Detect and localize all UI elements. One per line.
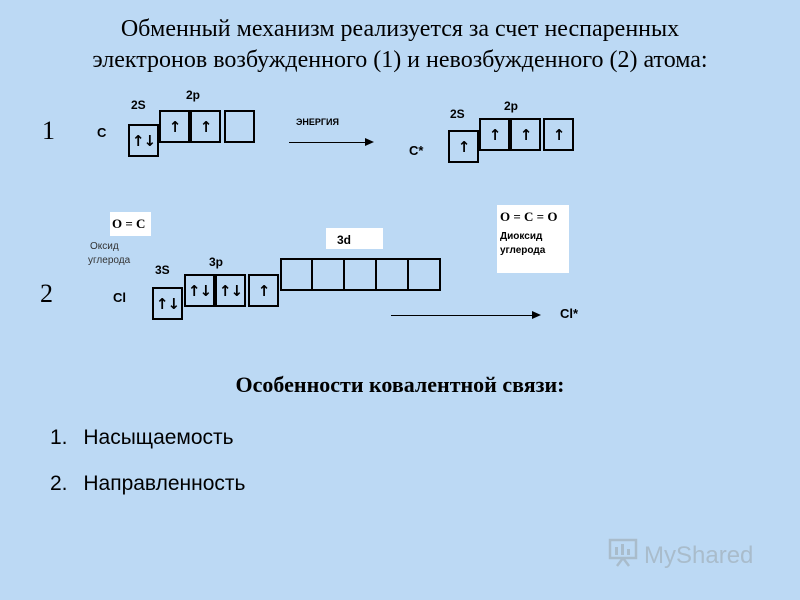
- cl-cell-3d-3: [343, 258, 377, 291]
- cl-arrow-line: [391, 315, 533, 316]
- slide-title: Обменный механизм реализуется за счет не…: [0, 14, 800, 76]
- cl-cell-3d-2: [311, 258, 345, 291]
- excited-2s-label: 2S: [450, 107, 465, 121]
- example-2-number: 2: [40, 279, 53, 308]
- list-item: 2. Направленность: [50, 472, 245, 496]
- dioxide-box: O = C = O Диоксид углерода: [497, 205, 569, 273]
- energy-arrow-head: [365, 138, 374, 146]
- 3d-label-box: 3d: [326, 228, 383, 249]
- logo-text: MyShared: [644, 541, 754, 569]
- cl-cell-3p-3: ↑: [248, 274, 279, 307]
- oxide-formula: O = C: [112, 216, 146, 231]
- orbital-cell-2p-2: ↑: [190, 110, 221, 143]
- dioxide-label-line-1: Диоксид: [500, 231, 543, 242]
- title-line-1: Обменный механизм реализуется за счет не…: [120, 16, 680, 42]
- oxide-label-line-1: Оксид: [90, 241, 119, 252]
- presentation-board-icon: [608, 537, 638, 574]
- excited-chlorine-symbol: Cl*: [560, 306, 579, 321]
- dioxide-formula: O = C = O: [500, 209, 558, 224]
- cl-cell-3d-1: [280, 258, 313, 291]
- carbon-2p-label: 2p: [186, 88, 201, 102]
- orbital-cell-2s: ↑↓: [128, 124, 159, 157]
- cl-cell-3d-4: [375, 258, 409, 291]
- excited-cell-2s: ↑: [448, 130, 479, 163]
- excited-cell-2p-2: ↑: [510, 118, 541, 151]
- example-1-number: 1: [42, 116, 55, 145]
- covalent-bond-heading: Особенности ковалентной связи:: [235, 372, 565, 397]
- list-number: 2.: [50, 472, 68, 495]
- list-item: 1. Насыщаемость: [50, 426, 234, 450]
- carbon-symbol: C: [97, 125, 107, 140]
- dioxide-label-line-2: углерода: [500, 245, 546, 256]
- oxide-label-line-2: углерода: [88, 255, 131, 266]
- oxide-label: Оксид углерода: [88, 240, 130, 268]
- excited-cell-2p-1: ↑: [479, 118, 510, 151]
- excited-carbon-symbol: C*: [409, 143, 424, 158]
- cl-arrow-head: [532, 311, 541, 319]
- cl-cell-3p-1: ↑↓: [184, 274, 215, 307]
- chlorine-symbol: Cl: [113, 290, 126, 305]
- orbital-cell-2p-3: [224, 110, 255, 143]
- carbon-2s-label: 2S: [131, 98, 146, 112]
- chlorine-3d-label: 3d: [337, 233, 352, 247]
- oxide-formula-box: O = C: [110, 212, 151, 236]
- chlorine-3s-label: 3S: [155, 263, 170, 277]
- cl-cell-3p-2: ↑↓: [215, 274, 246, 307]
- title-line-2: электронов возбужденного (1) и невозбужд…: [92, 47, 708, 73]
- excited-2p-label: 2p: [504, 99, 519, 113]
- list-text: Направленность: [83, 472, 246, 495]
- myshared-logo: MyShared: [608, 537, 753, 574]
- cl-cell-3s: ↑↓: [152, 287, 183, 320]
- chlorine-3p-label: 3p: [209, 255, 224, 269]
- list-number: 1.: [50, 426, 68, 449]
- orbital-cell-2p-1: ↑: [159, 110, 190, 143]
- list-text: Насыщаемость: [83, 426, 234, 449]
- energy-arrow-line: [289, 142, 366, 143]
- cl-cell-3d-5: [407, 258, 441, 291]
- excited-cell-2p-3: ↑: [543, 118, 574, 151]
- energy-label: ЭНЕРГИЯ: [296, 117, 339, 127]
